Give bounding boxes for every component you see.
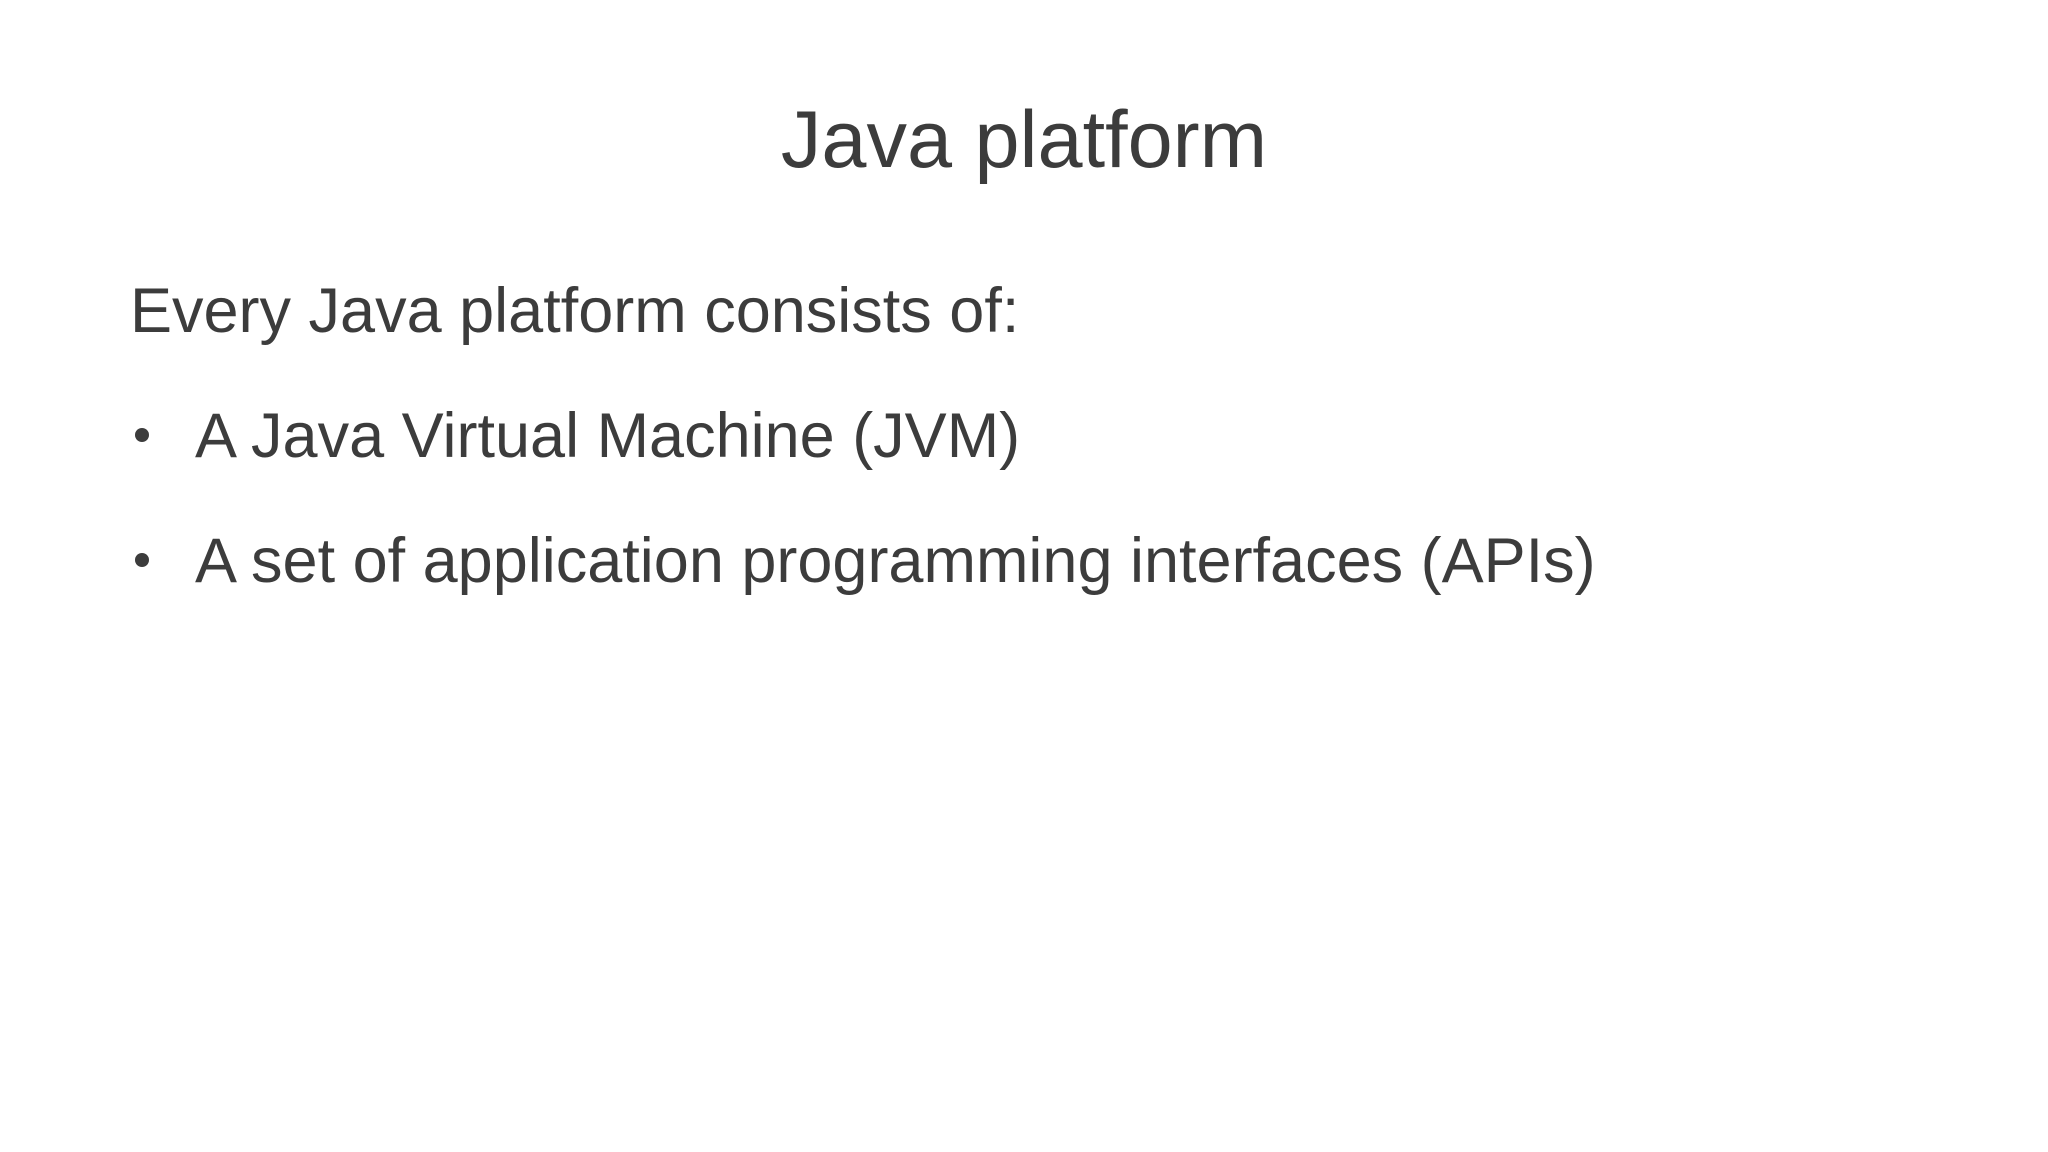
bullet-text: A set of application programming interfa… bbox=[195, 526, 1596, 596]
bullet-text: A Java Virtual Machine (JVM) bbox=[195, 401, 1021, 471]
intro-text: Every Java platform consists of: bbox=[130, 276, 1020, 346]
bullet-icon bbox=[135, 553, 149, 567]
list-item: A set of application programming interfa… bbox=[130, 530, 1596, 593]
list-item: A Java Virtual Machine (JVM) bbox=[130, 405, 1020, 468]
slide-title: Java platform bbox=[780, 95, 1268, 185]
bullet-icon bbox=[135, 428, 149, 442]
